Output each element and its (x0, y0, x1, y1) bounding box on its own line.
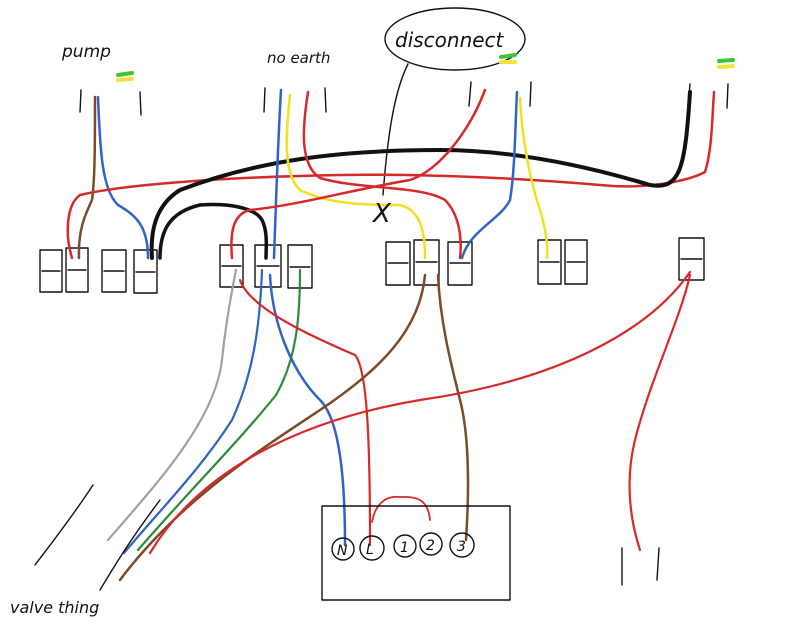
pump-brown-wire (77, 95, 97, 260)
terminal-block-1 (39, 249, 63, 293)
terminal-1: 1 (393, 534, 417, 558)
terminal-block-11 (537, 239, 562, 285)
top-red-loop-wire (66, 90, 716, 260)
lower-wiring (106, 268, 692, 582)
brown-wire-to-valve (118, 273, 427, 582)
controller-box: N L 1 2 3 (321, 505, 511, 601)
disconnect-callout-bubble (384, 7, 526, 71)
terminal-block-6 (254, 244, 282, 288)
right-red-wire-down (628, 273, 692, 552)
earth-marker-right (717, 58, 735, 69)
no-earth-label: no earth (267, 49, 330, 67)
terminal-block-2 (65, 247, 89, 293)
terminal-block-3 (101, 249, 127, 293)
disconnect-x-mark: X (371, 199, 392, 229)
terminal-l: L (359, 535, 385, 561)
terminal-1-label: 1 (400, 540, 409, 556)
earth-marker-pump (116, 71, 134, 82)
right-cable-end-marks (621, 547, 660, 586)
red-wire-to-valve (148, 270, 692, 555)
valve-thing-label: valve thing (10, 598, 99, 617)
pump-blue-wire (96, 95, 150, 260)
middle-blue-wire (460, 90, 519, 260)
terminal-block-4 (133, 249, 158, 294)
grey-wire (106, 268, 238, 542)
terminal-3: 3 (449, 532, 475, 558)
no-earth-red-wire (302, 90, 462, 260)
brown-wire-to-3 (436, 273, 470, 542)
terminal-n-label: N (337, 543, 348, 559)
blue-wire-to-valve (122, 268, 264, 555)
green-wire (136, 268, 302, 552)
blue-wire-to-n (268, 273, 347, 547)
red-link-wire (371, 495, 431, 523)
terminal-l-label: L (366, 542, 374, 558)
terminal-strip (39, 237, 705, 294)
terminal-block-12 (564, 239, 588, 285)
red-wire-to-l (238, 278, 372, 547)
black-jumper-wire (158, 202, 269, 260)
terminal-block-13 (678, 237, 705, 281)
pump-label: pump (61, 42, 111, 62)
disconnect-label: disconnect (395, 28, 505, 52)
terminal-2: 2 (419, 532, 443, 556)
no-earth-yellow-wire (285, 93, 427, 260)
valve-cable-end-marks (34, 484, 161, 591)
terminal-n: N (331, 537, 355, 561)
cable-end-marks (79, 81, 729, 116)
controller-box-outline (321, 505, 511, 601)
terminal-block-9 (413, 239, 440, 286)
terminal-block-8 (385, 241, 411, 286)
terminal-2-label: 2 (426, 538, 435, 554)
middle-yellow-wire (518, 96, 549, 260)
earth-marker-middle (499, 53, 517, 64)
top-black-wire (149, 90, 692, 260)
upper-wiring: X (66, 88, 716, 260)
no-earth-blue-wire (272, 88, 283, 260)
terminal-3-label: 3 (457, 539, 466, 555)
red-jumper-wire (230, 88, 487, 260)
